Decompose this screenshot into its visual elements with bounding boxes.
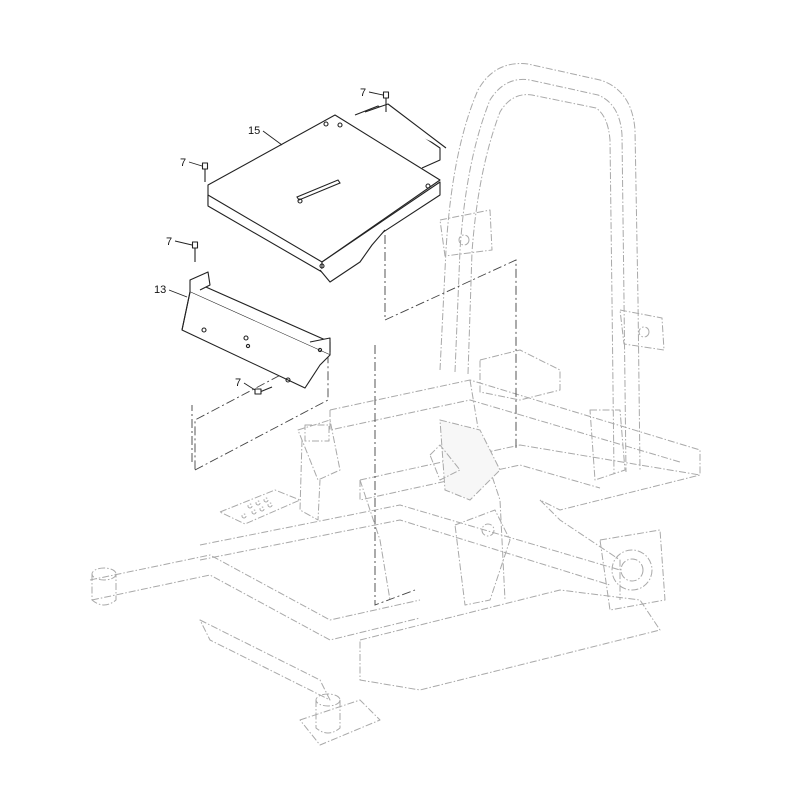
callout-label: 7 — [235, 377, 241, 389]
callout-7-lower: 7 — [235, 377, 256, 391]
callout-7-top-right: 7 — [360, 87, 384, 99]
callout-13: 13 — [154, 284, 188, 298]
callout-7-upper-left: 7 — [180, 157, 203, 169]
machine-frame-ghost — [89, 63, 701, 746]
foot-plate-ghost — [219, 489, 301, 525]
screw-7-lower — [254, 386, 273, 395]
wheel-motor-plate-ghost — [599, 529, 666, 611]
rollover-bar-ghost — [439, 63, 665, 475]
callouts: 7 15 7 7 13 7 — [154, 87, 384, 391]
callout-label: 7 — [166, 236, 172, 248]
callout-label: 7 — [180, 157, 186, 169]
screw-7-top-right — [382, 91, 390, 112]
seat-mount-plate — [207, 103, 447, 283]
bracket-part — [181, 271, 331, 389]
callout-label: 7 — [360, 87, 366, 99]
alignment-guides — [191, 235, 517, 606]
callout-15: 15 — [248, 125, 283, 146]
callout-label: 13 — [154, 284, 166, 296]
seat-bracket-ghost — [297, 419, 341, 521]
center-bracket-ghost — [429, 444, 511, 606]
callout-label: 15 — [248, 125, 260, 137]
caster-mounts-ghost — [91, 567, 341, 734]
callout-7-mid-left: 7 — [166, 236, 193, 248]
chassis-ghost — [89, 349, 701, 746]
screws — [191, 91, 390, 395]
screw-7-mid-left — [191, 241, 199, 262]
screw-7-upper-left — [201, 162, 209, 182]
